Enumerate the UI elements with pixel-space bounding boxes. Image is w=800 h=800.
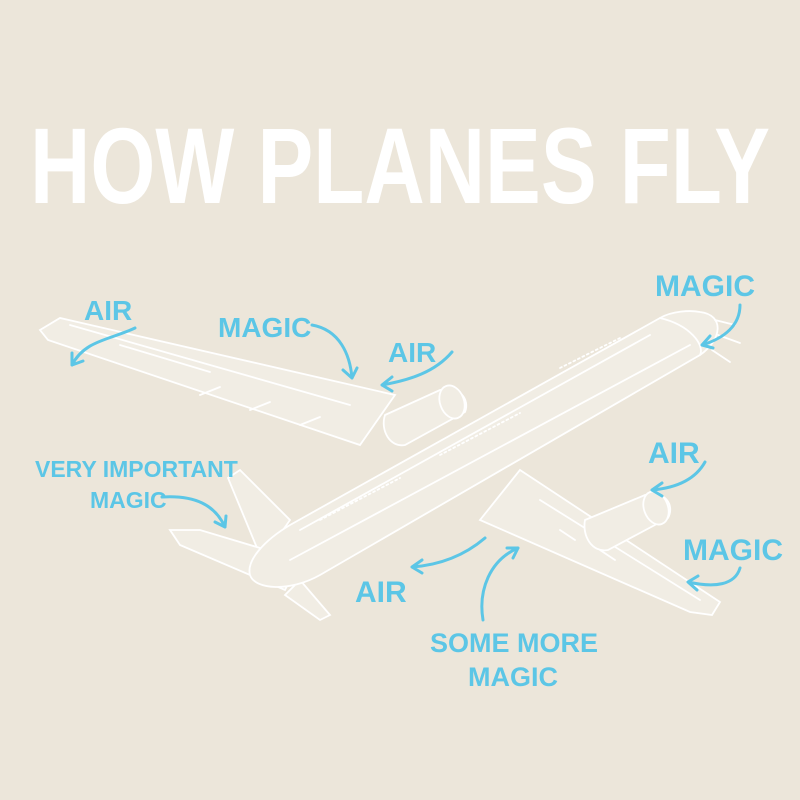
- label-magic-wing: MAGIC: [218, 312, 311, 343]
- label-air-belly: AIR: [355, 576, 407, 609]
- arrow-air-wingtip: [70, 326, 137, 367]
- right-engine: [583, 490, 672, 552]
- arrow-air-engine-right: [650, 460, 707, 498]
- arrow-magic-nose: [700, 303, 742, 350]
- label-air-wingtip: AIR: [84, 295, 132, 326]
- arrow-air-engine-left: [380, 350, 454, 393]
- flap-tracks: [199, 386, 321, 426]
- label-magic-wingtip: MAGIC: [683, 534, 783, 567]
- label-some-more-magic: MAGIC: [468, 662, 558, 692]
- label-very-important: VERY IMPORTANT: [35, 456, 238, 482]
- label-air-engine-left: AIR: [388, 337, 436, 368]
- left-wing: [38, 317, 397, 447]
- label-some-more: SOME MORE: [430, 628, 598, 658]
- label-air-engine-right: AIR: [648, 437, 700, 470]
- arrow-magic-wingtip: [686, 566, 742, 592]
- windows: [319, 337, 621, 521]
- label-magic-nose: MAGIC: [655, 270, 755, 303]
- airplane-illustration: [38, 310, 741, 622]
- arrow-air-belly: [410, 536, 487, 575]
- left-engine: [382, 384, 468, 447]
- labels: AIR MAGIC AIR MAGIC VERY IMPORTANT MAGIC…: [35, 270, 783, 692]
- arrow-magic-wing: [310, 323, 359, 380]
- page-title: HOW PLANES FLY: [30, 105, 770, 226]
- arrow-some-more-magic: [480, 546, 520, 622]
- label-very-important-magic: MAGIC: [90, 487, 167, 513]
- horizontal-stabilizer-right: [283, 578, 332, 622]
- arrow-very-important: [160, 495, 228, 529]
